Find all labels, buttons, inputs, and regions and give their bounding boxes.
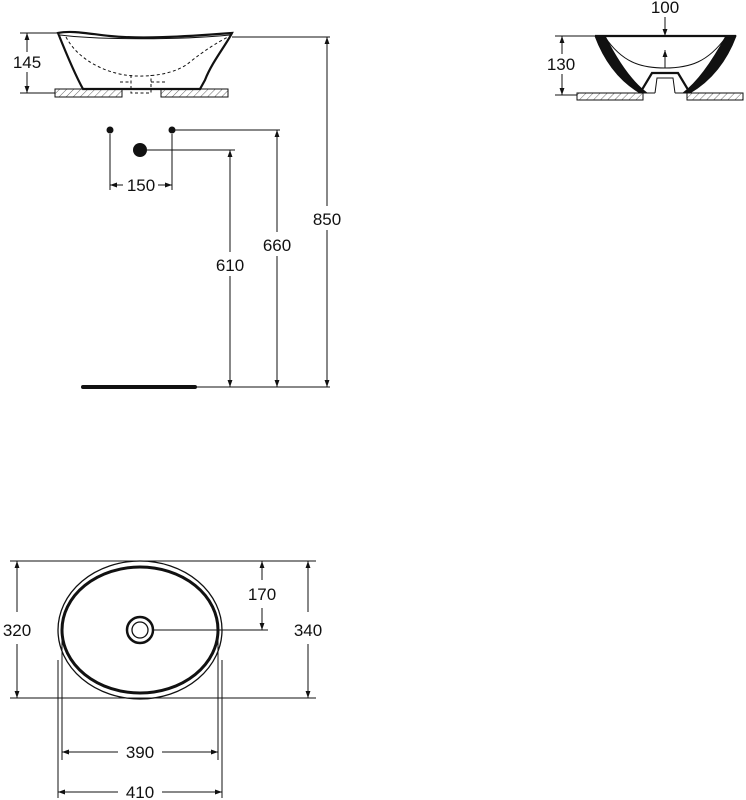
front-floor-right (686, 92, 744, 101)
dim-outer-depth: 340 (294, 621, 322, 640)
waste-point (133, 143, 147, 157)
side-view: 145 (13, 30, 234, 98)
dim-waste-height: 610 (216, 256, 244, 275)
dim-rim-height: 850 (313, 210, 341, 229)
side-floor-right (160, 88, 229, 98)
dim-tap-height: 660 (263, 236, 291, 255)
dim-front-top: 100 (651, 0, 679, 17)
side-floor-left (54, 88, 123, 98)
plan-view: 320 170 340 390 410 (3, 560, 322, 800)
front-floor-left (576, 92, 644, 101)
dim-outer-width: 410 (126, 783, 154, 800)
dim-inner-width: 390 (126, 743, 154, 762)
dim-tap-spacing: 150 (127, 176, 155, 195)
dim-front-height: 130 (547, 55, 575, 74)
side-waste-outlet (130, 75, 152, 94)
side-inner-bowl (65, 36, 229, 77)
plan-waste-inner (131, 621, 149, 639)
installation-view: 150 610 660 850 (81, 36, 341, 389)
dim-side-height: 145 (13, 53, 41, 72)
plan-waste-outer (125, 615, 155, 645)
tap-point-left (106, 126, 114, 134)
dim-inner-depth: 320 (3, 621, 31, 640)
side-basin-outline (56, 30, 234, 91)
dim-waste-offset: 170 (248, 585, 276, 604)
front-view: 100 130 (547, 0, 744, 101)
